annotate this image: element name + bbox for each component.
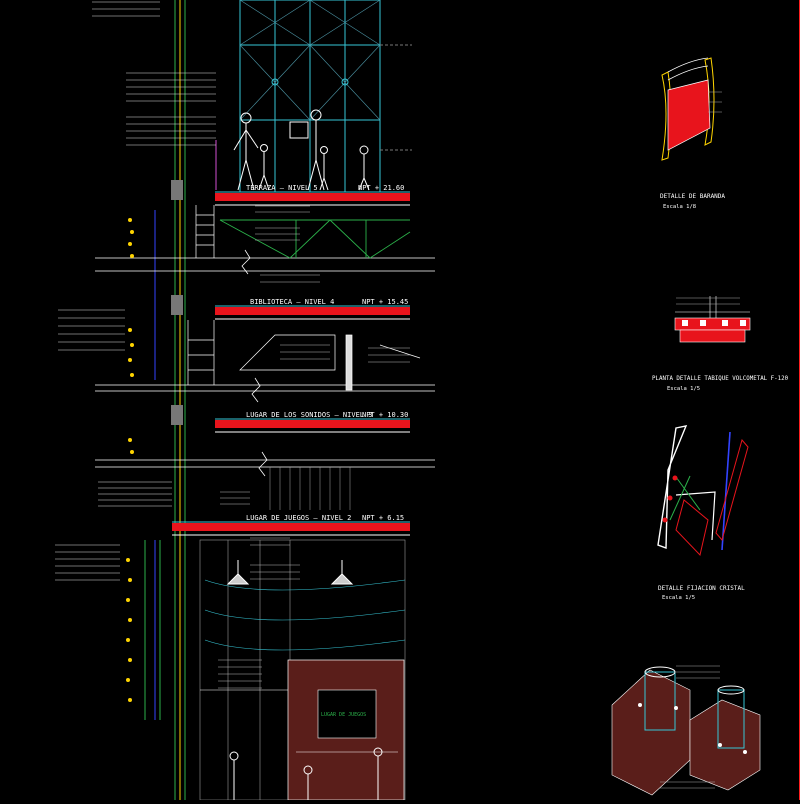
structural-beams	[95, 249, 435, 477]
floor-slabs	[172, 191, 410, 536]
detail-fijacion-title: DETALLE FIJACION CRISTAL	[658, 585, 745, 592]
curtain-wall-upper	[239, 0, 412, 193]
detail-fijacion-scale: Escala 1/5	[662, 595, 695, 601]
acoustic-panels	[269, 467, 351, 510]
green-truss	[219, 219, 411, 259]
detail-footings	[611, 665, 761, 796]
detail-tabique-scale: Escala 1/5	[667, 386, 700, 392]
detail-tabique: PLANTA DETALLE TABIQUE VOLCOMETAL F-120 …	[652, 296, 789, 392]
section-callouts	[218, 205, 410, 689]
human-figures-ground	[229, 747, 383, 800]
railing-fixings	[126, 218, 134, 702]
left-annotations	[55, 1, 216, 581]
level-2-name: LUGAR DE JUEGOS – NIVEL 2	[246, 514, 351, 522]
panel-sign: LUGAR DE JUEGOS	[321, 712, 366, 718]
play-area-panel: LUGAR DE JUEGOS	[287, 659, 405, 801]
detail-baranda-scale: Escala 1/8	[663, 204, 696, 210]
level-5-name: TERRAZA – NIVEL 5	[246, 184, 318, 192]
level-3-name: LUGAR DE LOS SONIDOS – NIVEL 3	[246, 411, 372, 419]
level-5-elevation: NPT + 21.60	[358, 184, 404, 192]
detail-baranda-title: DETALLE DE BARANDA	[660, 193, 725, 200]
detail-tabique-title: PLANTA DETALLE TABIQUE VOLCOMETAL F-120	[652, 376, 789, 382]
ladders	[187, 205, 215, 385]
library-section	[239, 334, 421, 391]
human-figures-terrace	[215, 109, 370, 191]
main-column	[144, 0, 186, 800]
detail-baranda: DETALLE DE BARANDA Escala 1/8	[660, 57, 725, 210]
level-labels: TERRAZA – NIVEL 5 NPT + 21.60 BIBLIOTECA…	[246, 184, 408, 522]
pendant-lamps	[226, 560, 354, 585]
detail-fijacion: DETALLE FIJACION CRISTAL Escala 1/5	[657, 425, 749, 601]
level-4-elevation: NPT + 15.45	[362, 298, 408, 306]
level-4-name: BIBLIOTECA – NIVEL 4	[250, 298, 334, 306]
level-3-elevation: NPT + 10.30	[362, 411, 408, 419]
level-2-elevation: NPT + 6.15	[362, 514, 404, 522]
